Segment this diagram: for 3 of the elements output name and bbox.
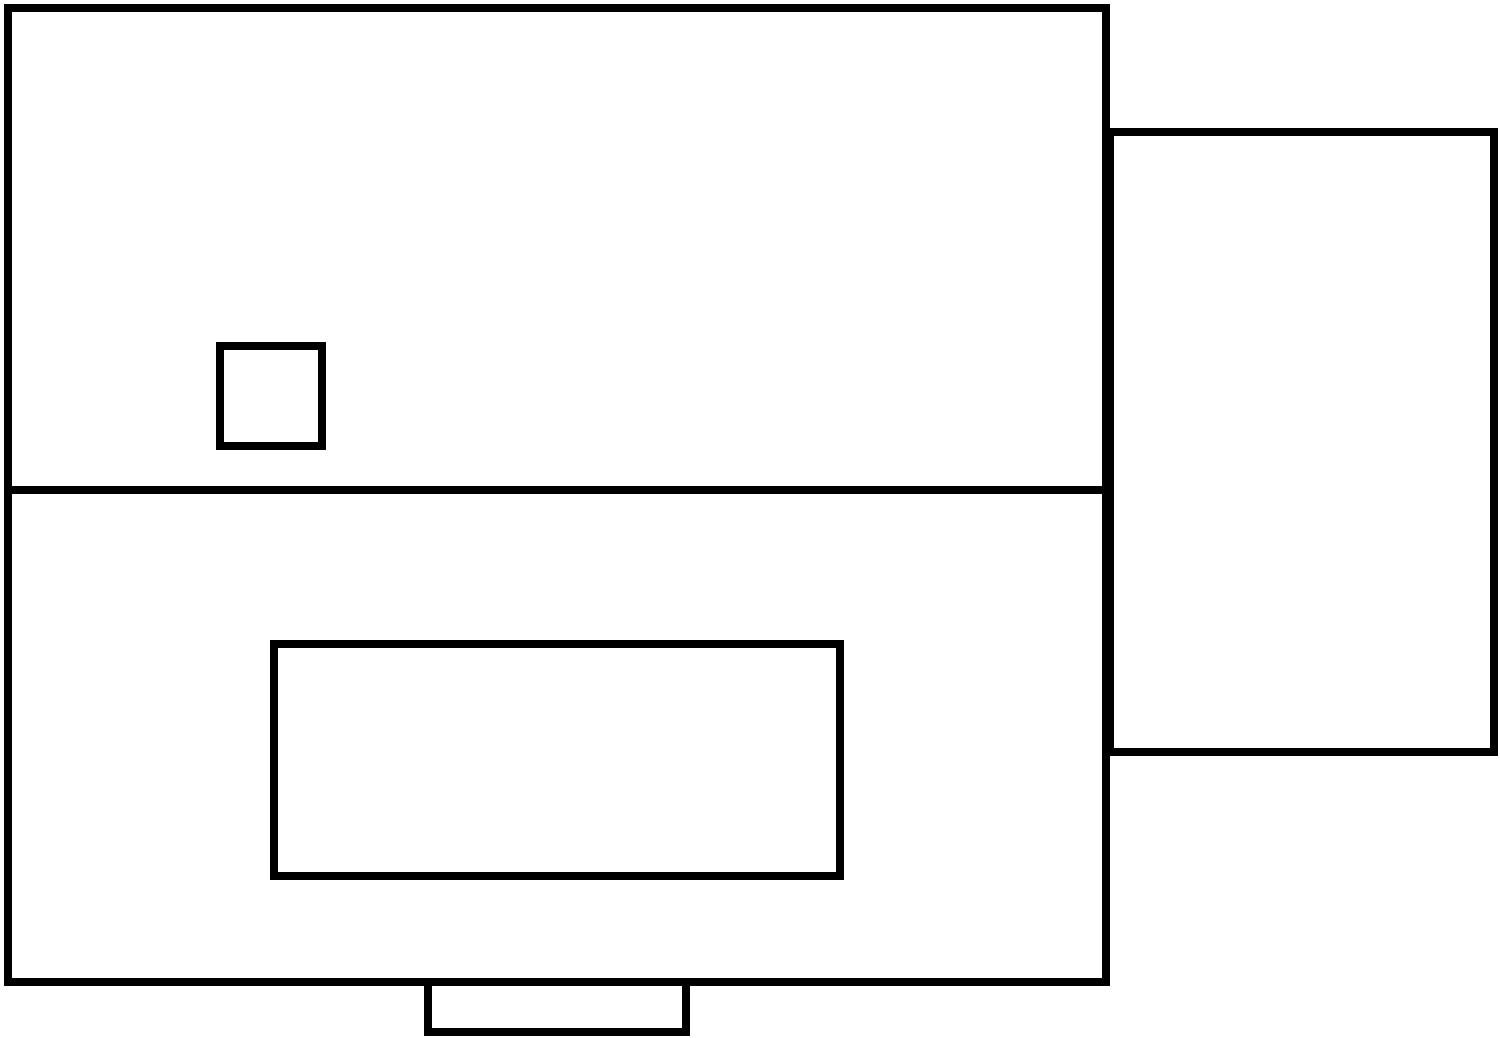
side-box xyxy=(1106,128,1498,756)
window-rectangle xyxy=(270,640,844,880)
small-square xyxy=(216,342,326,450)
